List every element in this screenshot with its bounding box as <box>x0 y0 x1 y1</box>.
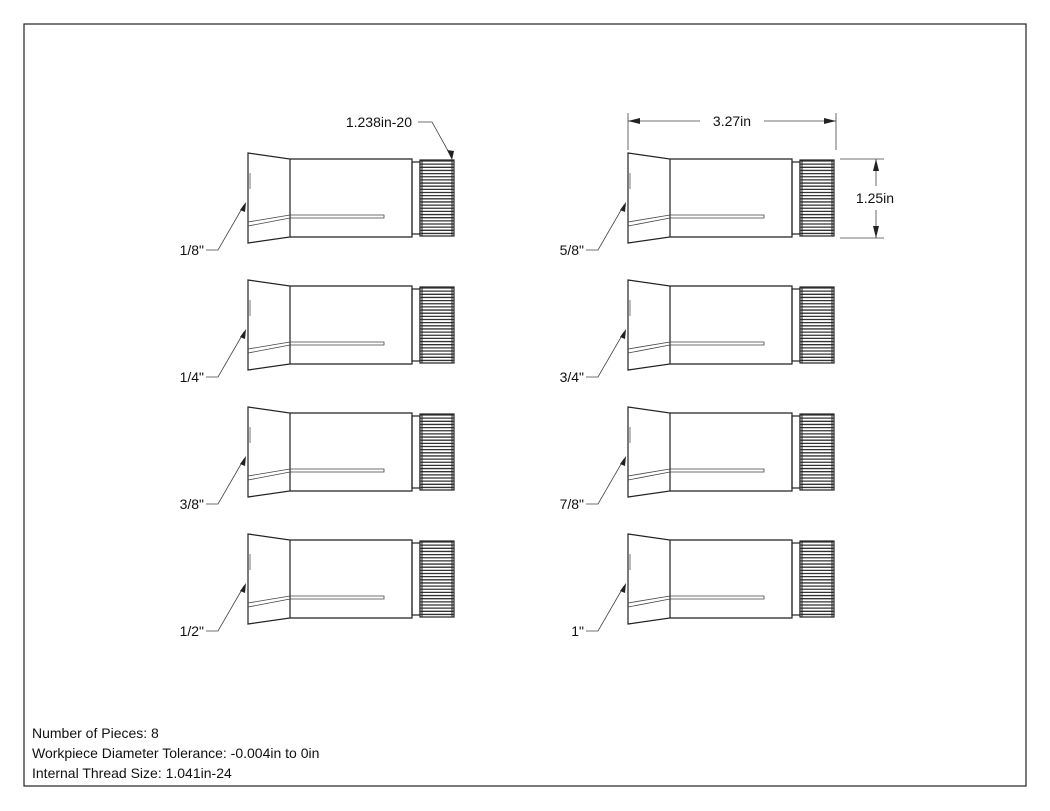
collet-head <box>627 152 671 244</box>
length-dimension-label: 3.27in <box>713 113 751 129</box>
length-dimension: 3.27in <box>627 113 837 150</box>
diameter-arrow-top <box>873 159 879 171</box>
size-leader-line <box>586 585 625 632</box>
drawing-frame <box>23 23 1027 787</box>
collet-thread <box>419 159 455 237</box>
thread-leader-arrow <box>447 150 454 160</box>
collet-size-label: 1" <box>571 623 584 639</box>
size-leader-line <box>206 331 245 378</box>
collet-neck <box>411 288 421 362</box>
collet-slot <box>247 595 385 608</box>
size-leader-line <box>586 458 625 505</box>
collet-thread <box>799 159 835 237</box>
size-leader-arrow <box>620 456 626 466</box>
size-leader-line <box>206 204 245 251</box>
collet-neck <box>411 161 421 235</box>
thread-dimension: 1.238in-20 <box>346 114 454 160</box>
collet-6: 3/4" <box>560 279 835 385</box>
collet-body <box>670 158 793 238</box>
collet-5: 5/8" <box>560 152 835 258</box>
thread-leader-line <box>418 121 453 159</box>
collet-head <box>247 406 291 498</box>
collet-slot <box>627 468 765 481</box>
collet-head <box>247 533 291 625</box>
collet-size-label: 1/2" <box>180 623 204 639</box>
collet-size-label: 7/8" <box>560 496 584 512</box>
size-leader-line <box>206 458 245 505</box>
note-number-of-pieces: Number of Pieces: 8 <box>32 725 159 741</box>
collet-thread <box>419 413 455 491</box>
size-leader-arrow <box>620 583 626 593</box>
collet-4: 1/2" <box>180 533 455 639</box>
collet-2: 1/4" <box>180 279 455 385</box>
collet-slot <box>627 595 765 608</box>
collet-body <box>670 412 793 492</box>
collet-8: 1" <box>571 533 835 639</box>
length-arrow-right <box>824 118 836 124</box>
collet-head <box>247 279 291 371</box>
collet-body <box>670 285 793 365</box>
collet-body <box>290 158 413 238</box>
collet-body <box>290 539 413 619</box>
collet-size-label: 5/8" <box>560 242 584 258</box>
size-leader-line <box>586 204 625 251</box>
thread-dimension-label: 1.238in-20 <box>346 114 412 130</box>
collet-neck <box>411 415 421 489</box>
collet-slot <box>247 468 385 481</box>
collet-neck <box>791 161 801 235</box>
size-leader-arrow <box>240 583 246 593</box>
collet-head <box>627 279 671 371</box>
diameter-arrow-bottom <box>873 226 879 238</box>
collet-thread <box>799 540 835 618</box>
note-diameter-tolerance: Workpiece Diameter Tolerance: -0.004in t… <box>32 745 320 761</box>
collet-thread <box>799 286 835 364</box>
collet-slot <box>247 341 385 354</box>
diameter-dimension: 1.25in <box>840 158 894 239</box>
collet-head <box>627 533 671 625</box>
collet-neck <box>791 415 801 489</box>
collet-body <box>290 412 413 492</box>
collet-1: 1/8" <box>180 152 455 258</box>
collet-size-label: 1/4" <box>180 369 204 385</box>
collet-thread <box>419 286 455 364</box>
size-leader-line <box>586 331 625 378</box>
collet-thread <box>799 413 835 491</box>
size-leader-arrow <box>240 329 246 339</box>
collet-size-label: 3/8" <box>180 496 204 512</box>
size-leader-arrow <box>620 329 626 339</box>
size-leader-arrow <box>620 202 626 212</box>
collet-neck <box>411 542 421 616</box>
collet-set: 1/8" 1/4" 3/8" 1/2" 5/8" 3/4" 7/8" 1" <box>180 152 835 639</box>
collet-size-label: 3/4" <box>560 369 584 385</box>
diameter-dimension-label: 1.25in <box>856 190 894 206</box>
collet-size-label: 1/8" <box>180 242 204 258</box>
size-leader-arrow <box>240 456 246 466</box>
collet-head <box>627 406 671 498</box>
size-leader-arrow <box>240 202 246 212</box>
collet-3: 3/8" <box>180 406 455 512</box>
collet-slot <box>247 214 385 227</box>
length-arrow-left <box>628 118 640 124</box>
collet-neck <box>791 288 801 362</box>
collet-slot <box>627 214 765 227</box>
size-leader-line <box>206 585 245 632</box>
collet-7: 7/8" <box>560 406 835 512</box>
note-internal-thread-size: Internal Thread Size: 1.041in-24 <box>32 765 232 781</box>
collet-head <box>247 152 291 244</box>
collet-neck <box>791 542 801 616</box>
collet-slot <box>627 341 765 354</box>
collet-thread <box>419 540 455 618</box>
collet-body <box>670 539 793 619</box>
collet-body <box>290 285 413 365</box>
